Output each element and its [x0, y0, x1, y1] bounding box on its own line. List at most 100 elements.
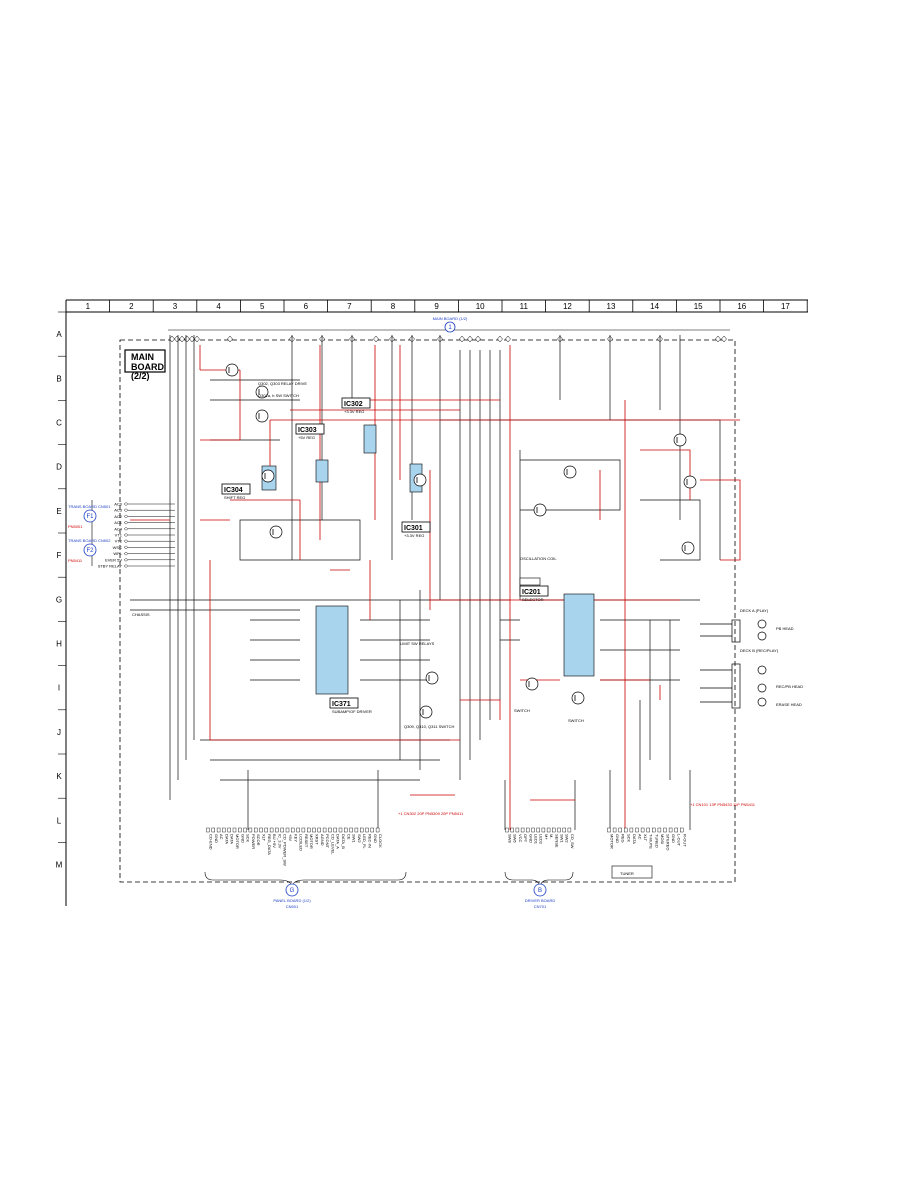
- left-pin-terminal: [123, 508, 129, 512]
- left-connector-f2-ref: PN5411: [68, 558, 83, 563]
- bottom-connector-b-ref: CN701: [534, 904, 547, 909]
- panel-pin-label: LED_FL: [362, 834, 367, 849]
- switch-top-label: Q301a, b SW SWITCH: [258, 393, 299, 398]
- panel-pin-label: IC_3.3V: [277, 834, 282, 849]
- transistor-symbol: [419, 705, 433, 719]
- oscillation-label: OSCILLATION COIL: [520, 556, 557, 561]
- panel-pin-label: RESET: [304, 834, 309, 848]
- left-pin-label: WSC: [113, 545, 122, 550]
- row-label: H: [56, 640, 62, 649]
- driver-pin-label: LED1: [534, 834, 539, 845]
- driver-pin-terminal: [520, 827, 525, 833]
- panel-pin-terminal: [269, 827, 274, 833]
- pb-head-label: PB HEAD: [776, 626, 794, 631]
- driver-pin-terminal: [510, 827, 514, 833]
- driver-pin-label: LED2: [539, 834, 544, 845]
- tuner-pin-terminal: [640, 827, 645, 833]
- erase-head-label: ERASE HEAD: [776, 702, 802, 707]
- panel-pin-label: DATA_A: [336, 834, 341, 849]
- left-pin-label: STBY RELAY: [98, 564, 123, 569]
- transistor-symbol: [533, 503, 547, 517]
- misc-labels: Q302, Q303 RELAY DRIVE Q301a, b SW SWITC…: [132, 381, 803, 879]
- left-pin-label: AC0: [114, 502, 123, 507]
- panel-pin-terminal: [253, 827, 258, 833]
- bottom-connectors: G PANEL BOARD (1/2) CN501 B DRIVER BOARD…: [204, 827, 687, 909]
- terminal-diamond: [184, 335, 190, 343]
- column-label: 16: [737, 302, 746, 311]
- bottom-connector-b: [533, 883, 547, 897]
- left-pin-terminal: [123, 545, 129, 550]
- board-title-line2: BOARD: [131, 362, 164, 372]
- row-label: E: [56, 507, 61, 516]
- transistor-symbol: [269, 525, 283, 539]
- tuner-pin-label: T-MUTE: [649, 834, 654, 849]
- ic301-label: IC301: [404, 525, 423, 532]
- tuner-pin-terminal: [680, 827, 684, 833]
- panel-pin-label: DATA: [230, 834, 235, 844]
- left-pin-label: AC4: [114, 526, 123, 531]
- panel-pin-terminal: [238, 827, 242, 833]
- panel-pin-label: SW1: [352, 834, 357, 843]
- panel-pin-terminal: [333, 827, 337, 833]
- transistor-symbol: [563, 465, 577, 479]
- row-label: B: [56, 374, 61, 383]
- column-label: 8: [391, 302, 396, 311]
- panel-pin-label: GND: [240, 834, 245, 843]
- ic371-desc: SUBAMP/OF DRIVER: [332, 709, 372, 714]
- ic302-label: IC302: [344, 401, 363, 408]
- bottom-connector-b-id: B: [538, 888, 542, 894]
- left-connector-f2: [83, 543, 97, 557]
- transistor-symbol: [683, 475, 697, 489]
- tuner-pin-label: AC: [638, 834, 643, 840]
- panel-pin-label: SCK: [246, 834, 251, 843]
- terminal-diamond: [467, 335, 473, 343]
- left-connector-f1-label: TRANS BOARD CN501: [68, 504, 111, 509]
- column-label: 17: [781, 302, 790, 311]
- panel-pin-label: CD_LEVEL: [330, 834, 335, 855]
- driver-pin-terminal: [562, 827, 566, 833]
- driver-pin-label: GND: [528, 834, 533, 843]
- panel-pin-terminal: [216, 827, 221, 833]
- panel-pin-label: KEY: [293, 834, 298, 842]
- terminal-diamond: [459, 335, 465, 343]
- terminal-diamond: [227, 335, 233, 343]
- left-pin-terminal: [123, 551, 129, 556]
- panel-pin-label: +5V: [288, 834, 293, 842]
- column-label: 1: [86, 302, 91, 311]
- panel-pin-label: CLOCK: [378, 834, 383, 848]
- deck-heads: [700, 619, 767, 709]
- left-pin-terminal: [123, 520, 129, 525]
- panel-pin-terminal: [280, 827, 284, 833]
- chassis-label: CHASSIS: [132, 612, 150, 617]
- bottom-connector-g-id: G: [290, 888, 295, 894]
- driver-pin-terminal: [541, 827, 546, 833]
- left-pin-terminal: [123, 533, 129, 537]
- transistor-symbol: [413, 473, 427, 487]
- tuner-pin-label: REG: [621, 834, 626, 843]
- panel-pin-label: LCD/LED: [299, 834, 304, 851]
- driver-pin-terminal: [567, 827, 572, 833]
- tuner-pin-terminal: [663, 827, 667, 833]
- left-pin-label: EVER 5V: [105, 557, 122, 562]
- panel-pin-terminal: [360, 827, 364, 833]
- tuner-pin-label: MOSI: [660, 834, 665, 844]
- panel-pin-terminal: [349, 827, 353, 833]
- panel-pin-label: CD-END: [209, 834, 214, 850]
- panel-pin-terminal: [211, 827, 216, 833]
- transistor-symbol: [571, 691, 585, 705]
- ic201-desc: SELECTOR: [522, 597, 544, 602]
- terminal-diamond: [715, 335, 721, 343]
- terminal-diamond: [475, 335, 481, 343]
- terminal-diamond: [194, 335, 200, 343]
- column-label: 7: [347, 302, 352, 311]
- tuner-pin-label: GND: [615, 834, 620, 843]
- panel-pin-terminal: [243, 827, 247, 833]
- column-label: 12: [563, 302, 572, 311]
- tuner-pin-label: GND: [671, 834, 676, 843]
- bottom-connector-g: [285, 883, 299, 897]
- left-pin-label: VT2: [115, 539, 123, 544]
- left-connector-f2-id: F2: [86, 548, 94, 554]
- panel-pin-terminal: [285, 827, 290, 833]
- panel-pin-terminal: [291, 827, 295, 833]
